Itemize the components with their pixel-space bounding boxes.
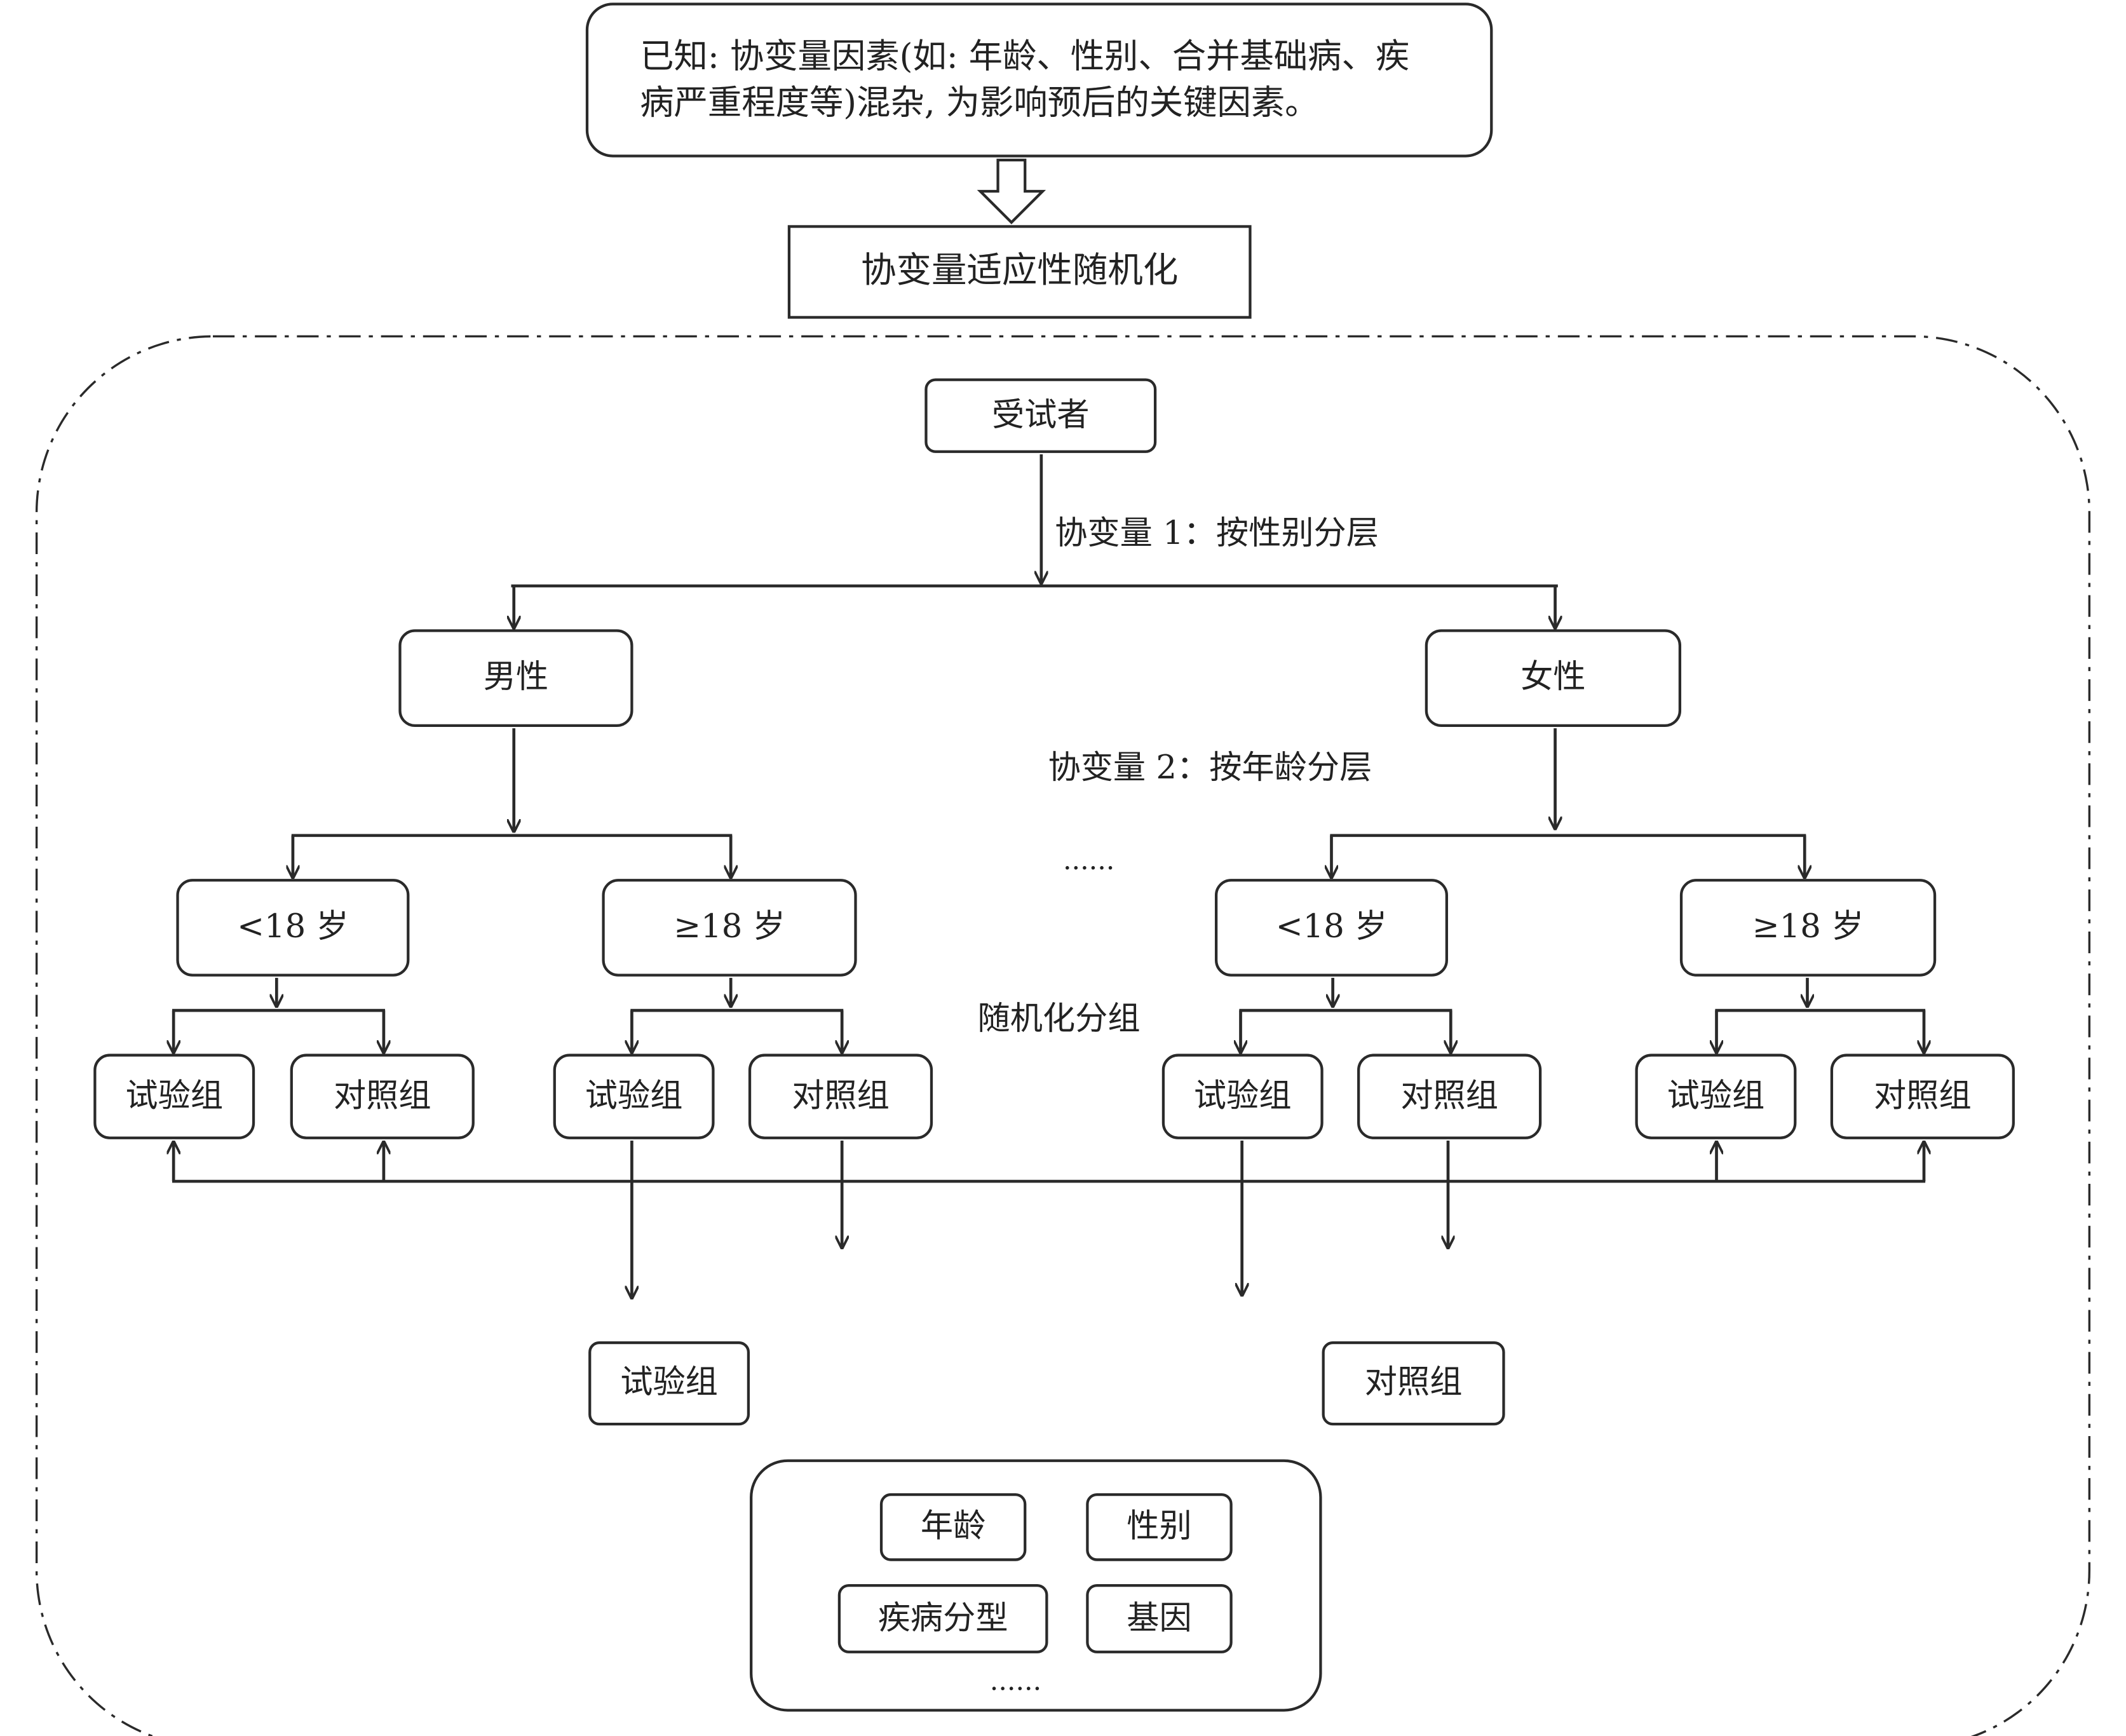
covariate-disease-type-box: 疾病分型 [837,1583,1048,1653]
female-over18-box: ≥18 岁 [1679,879,1937,977]
arm-treatment-box: 试验组 [93,1054,255,1139]
intro-box: 已知: 协变量因素(如: 年龄、性别、合并基础病、疾病严重程度等)混杂, 为影响… [585,3,1493,158]
arm-treatment-box: 试验组 [1161,1054,1324,1139]
age-label: <18 岁 [237,907,349,946]
covariate-age-box: 年龄 [879,1493,1027,1561]
age-label: <18 岁 [1275,907,1388,946]
male-under18-box: <18 岁 [176,879,410,977]
arm-treatment-box: 试验组 [553,1054,715,1139]
pooled-treatment-label: 试验组 [620,1363,718,1402]
arm-label: 试验组 [585,1076,683,1115]
covariate-1-label: 协变量 1：按性别分层 [1055,513,1379,552]
arm-label: 对照组 [333,1076,431,1115]
covariate-item-label: 年龄 [920,1507,986,1545]
age-label: ≥18 岁 [1752,907,1864,946]
arm-label: 试验组 [1667,1076,1765,1115]
method-box: 协变量适应性随机化 [787,225,1252,319]
arm-label: 对照组 [792,1076,890,1115]
male-label: 男性 [483,658,549,696]
hollow-down-arrow [977,158,1046,225]
female-under18-box: <18 岁 [1214,879,1449,977]
covariate-item-label: 基因 [1127,1599,1192,1638]
subjects-label: 受试者 [991,396,1090,434]
covariate-gene-box: 基因 [1086,1583,1233,1653]
dashdot-enclosure [35,335,2090,1736]
male-over18-box: ≥18 岁 [602,879,857,977]
female-label: 女性 [1520,658,1586,696]
ellipsis-middle: ...... [1062,843,1115,876]
arm-control-box: 对照组 [748,1054,933,1139]
method-label: 协变量适应性随机化 [860,250,1179,292]
arm-control-box: 对照组 [1830,1054,2015,1139]
arm-label: 试验组 [125,1076,224,1115]
arm-label: 对照组 [1400,1076,1498,1115]
male-box: 男性 [398,629,633,728]
age-label: ≥18 岁 [674,907,785,946]
intro-text: 已知: 协变量因素(如: 年龄、性别、合并基础病、疾病严重程度等)混杂, 为影响… [640,37,1410,123]
pooled-treatment-box: 试验组 [588,1341,750,1426]
pooled-control-box: 对照组 [1322,1341,1505,1426]
arm-control-box: 对照组 [290,1054,475,1139]
arm-label: 试验组 [1193,1076,1292,1115]
subjects-box: 受试者 [924,378,1157,453]
female-box: 女性 [1425,629,1682,728]
arm-treatment-box: 试验组 [1635,1054,1797,1139]
covariate-2-label: 协变量 2：按年龄分层 [1048,749,1372,787]
randomization-label: 随机化分组 [977,1000,1141,1038]
covariate-item-label: 性别 [1127,1507,1192,1545]
pooled-control-label: 对照组 [1364,1363,1463,1402]
arm-control-box: 对照组 [1357,1054,1542,1139]
covariates-ellipsis: ...... [989,1664,1042,1697]
covariate-sex-box: 性别 [1086,1493,1233,1561]
covariate-item-label: 疾病分型 [877,1599,1008,1638]
arm-label: 对照组 [1874,1076,1972,1115]
